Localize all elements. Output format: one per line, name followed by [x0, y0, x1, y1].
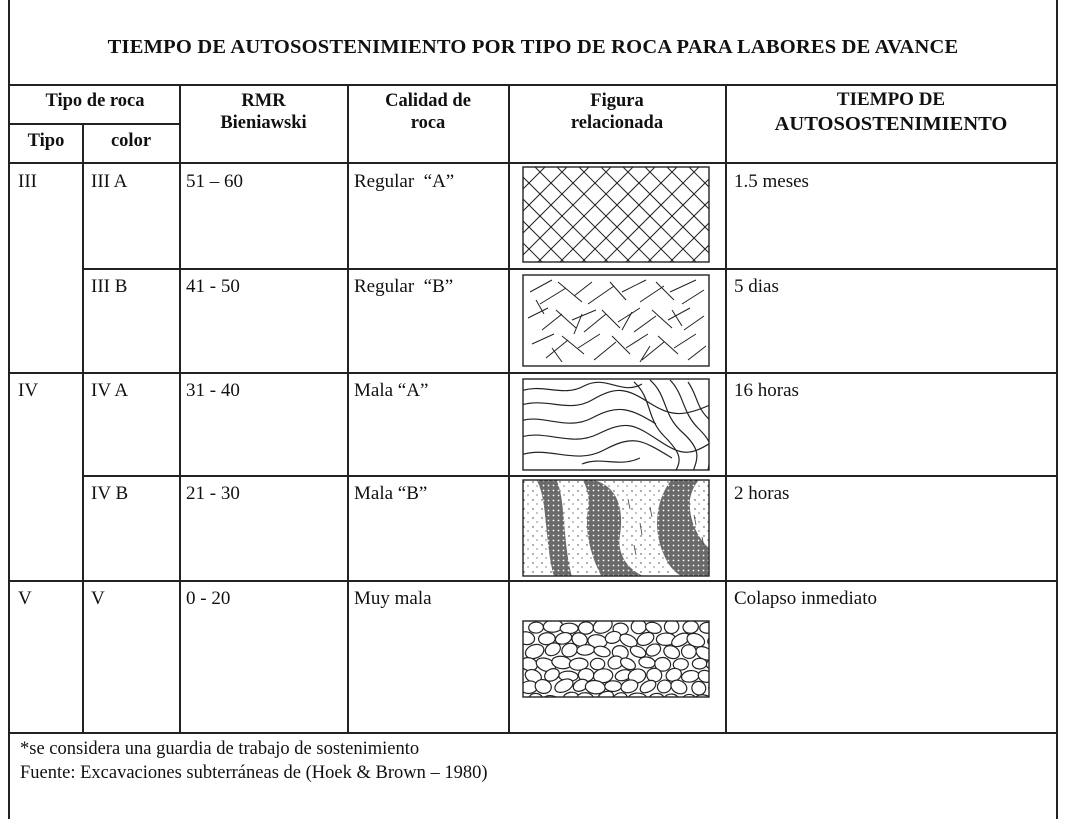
- stippled-bands-pattern-figure: [522, 479, 710, 577]
- cell-color: IV B: [91, 483, 129, 504]
- rule-row3: [82, 475, 1056, 477]
- cell-calidad: Mala “A”: [354, 380, 429, 401]
- cell-calidad: Regular “B”: [354, 276, 454, 297]
- rule-col-figura: [725, 84, 727, 732]
- cell-rmr: 51 – 60: [186, 171, 243, 192]
- rule-top: [10, 84, 1056, 86]
- rule-row4: [10, 580, 1056, 582]
- cell-tiempo: 2 horas: [734, 483, 790, 504]
- table-frame: TIEMPO DE AUTOSOSTENIMIENTO POR TIPO DE …: [8, 0, 1058, 819]
- cell-rmr: 0 - 20: [186, 588, 231, 609]
- header-rmr-line1: RMR: [241, 91, 286, 111]
- cell-calidad: Muy mala: [354, 588, 432, 609]
- header-rmr: RMR Bieniawski: [180, 90, 347, 134]
- cell-color: IV A: [91, 380, 129, 401]
- rule-header-bottom: [10, 162, 1056, 164]
- scattered-lines-pattern-figure: [522, 274, 710, 367]
- rule-row1: [82, 268, 1056, 270]
- header-tipo: Tipo: [27, 131, 65, 151]
- cell-tiempo: 5 dias: [734, 276, 779, 297]
- header-color: color: [110, 131, 152, 151]
- crosshatch-pattern-figure: [522, 166, 710, 263]
- header-tipo-de-roca: Tipo de roca: [45, 91, 145, 111]
- header-figura: Figura relacionada: [509, 90, 725, 134]
- rule-col-rmr: [347, 84, 349, 732]
- rule-col-color: [179, 84, 181, 732]
- cell-tiempo: 16 horas: [734, 380, 799, 401]
- rule-col-calidad: [508, 84, 510, 732]
- cell-color: III B: [91, 276, 128, 297]
- cell-color: III A: [91, 171, 128, 192]
- header-figura-line1: Figura: [590, 91, 644, 111]
- header-tiempo: TIEMPO DE AUTOSOSTENIMIENTO: [726, 88, 1056, 136]
- footnote: *se considera una guardia de trabajo de …: [20, 739, 420, 759]
- rule-subheader: [10, 123, 179, 125]
- table-title: TIEMPO DE AUTOSOSTENIMIENTO POR TIPO DE …: [107, 36, 959, 58]
- cell-calidad: Regular “A”: [354, 171, 455, 192]
- header-figura-line2: relacionada: [570, 113, 664, 133]
- cell-tiempo: 1.5 meses: [734, 171, 809, 192]
- source-note: Fuente: Excavaciones subterráneas de (Ho…: [20, 763, 488, 783]
- cell-tipo: IV: [18, 380, 39, 401]
- cell-rmr: 31 - 40: [186, 380, 240, 401]
- cell-tipo: III: [18, 171, 37, 192]
- rule-row2: [10, 372, 1056, 374]
- table-footer: *se considera una guardia de trabajo de …: [20, 737, 488, 785]
- cell-tiempo: Colapso inmediato: [734, 588, 878, 609]
- header-tiempo-line1: TIEMPO DE: [836, 89, 946, 110]
- header-calidad-line1: Calidad de: [385, 91, 471, 111]
- cell-calidad: Mala “B”: [354, 483, 428, 504]
- header-calidad-line2: roca: [410, 113, 446, 133]
- cell-rmr: 21 - 30: [186, 483, 240, 504]
- rule-col-tipo: [82, 123, 84, 732]
- header-rmr-line2: Bieniawski: [220, 113, 307, 133]
- rule-table-bottom: [10, 732, 1056, 734]
- wavy-lines-pattern-figure: [522, 378, 710, 471]
- header-tiempo-line2: AUTOSOSTENIMIENTO: [774, 113, 1008, 135]
- header-calidad: Calidad de roca: [348, 90, 508, 134]
- cell-tipo: V: [18, 588, 32, 609]
- cell-rmr: 41 - 50: [186, 276, 240, 297]
- cell-color: V: [91, 588, 105, 609]
- pebbles-pattern-figure: [522, 620, 710, 698]
